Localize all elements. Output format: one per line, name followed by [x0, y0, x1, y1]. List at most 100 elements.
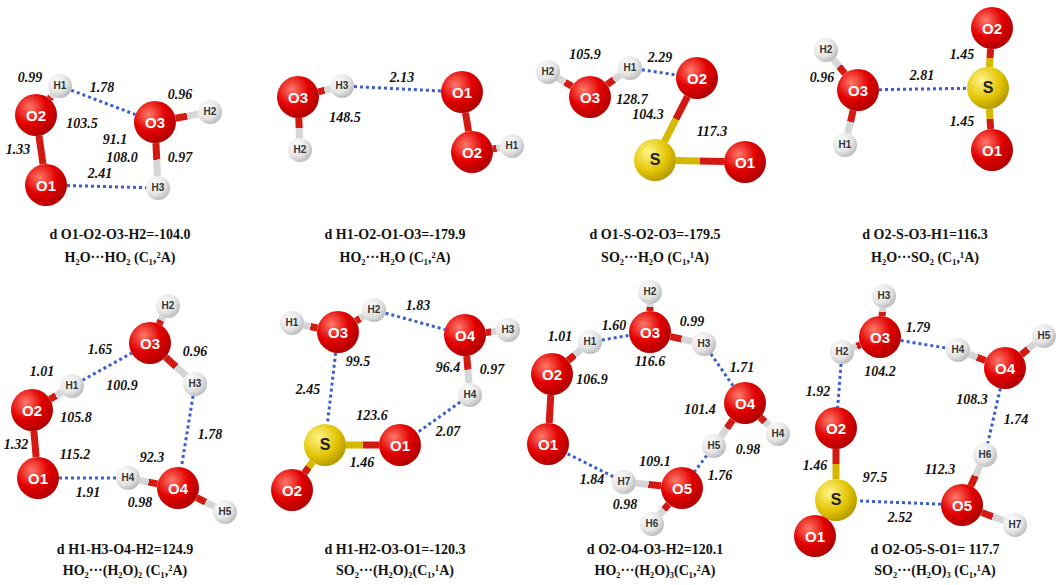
atom-circle: H3	[146, 176, 170, 200]
bond-length: 0.96	[810, 71, 835, 85]
bond-length: 2.52	[888, 511, 913, 525]
atom-circle: H3	[496, 318, 520, 342]
bond-angle: 96.4	[436, 361, 461, 375]
atom-label: O4	[455, 328, 475, 343]
atom-circle: O1	[25, 164, 67, 206]
atom-circle: O4	[984, 347, 1026, 389]
bond-length: 2.13	[390, 71, 415, 85]
atom-label: O5	[952, 498, 972, 513]
covalent-bond	[549, 395, 551, 423]
bond-length: 2.45	[296, 383, 321, 397]
atom-label: H3	[502, 325, 515, 335]
bond-length: 0.99	[680, 315, 705, 329]
atom-label: O4	[995, 361, 1015, 376]
atom-label: H2	[542, 67, 555, 77]
atom-circle: O1	[794, 515, 836, 557]
covalent-bond	[969, 354, 985, 360]
atom-label: H5	[219, 507, 232, 517]
bond-length: 1.79	[906, 321, 931, 335]
atom-circle: H2	[830, 340, 854, 364]
atom-circle: H6	[640, 512, 664, 536]
atom-circle: O2	[815, 407, 857, 449]
atom-circle: H1	[833, 133, 857, 157]
covalent-bond	[34, 431, 36, 457]
atom-circle: H2	[638, 280, 662, 304]
hydrogen-bond	[695, 456, 707, 472]
atom-label: O1	[538, 437, 558, 452]
bond-angle: 128.7	[616, 93, 648, 107]
structure-caption: d H1-H2-O3-O1=-120.3	[325, 543, 466, 557]
atom-circle: O5	[941, 484, 983, 526]
atom-label: H2	[368, 305, 381, 315]
atom-circle: O3	[569, 76, 611, 118]
structure-caption: d H1-H3-O4-H2=124.9	[57, 543, 193, 557]
covalent-bond	[156, 143, 158, 176]
atom-label: H2	[644, 287, 657, 297]
atom-circle: O3	[859, 316, 901, 358]
covalent-bond	[197, 498, 215, 507]
covalent-bond	[318, 89, 330, 92]
bond-angle: 92.3	[140, 451, 165, 465]
bond-length: 1.46	[350, 456, 375, 470]
structure-caption: SO₂···(H₂O)₂(C₁,¹A)	[336, 564, 454, 578]
atom-label: H3	[336, 81, 349, 91]
bond-angle: 148.5	[329, 111, 361, 125]
atom-circle: O1	[17, 457, 59, 499]
bond-angle: 123.6	[356, 409, 388, 423]
atom-circle: H2	[536, 60, 560, 84]
bond-length: 1.60	[602, 319, 627, 333]
covalent-bond	[971, 466, 980, 486]
atom-circle: H3	[183, 372, 207, 396]
atom-label: S	[831, 492, 842, 508]
atom-circle: S	[634, 139, 676, 181]
atom-label: H4	[952, 345, 965, 355]
atom-label: H1	[286, 318, 299, 328]
atom-circle: H7	[1003, 513, 1027, 537]
hydrogen-bond	[386, 313, 445, 329]
atom-label: H1	[54, 81, 67, 91]
bond-length: 1.45	[950, 115, 975, 129]
structure-caption: SO₂···H₂O (C₁,¹A)	[601, 251, 709, 265]
atom-label: O4	[735, 396, 755, 411]
hydrogen-bond	[988, 388, 1001, 443]
bond-length: 1.32	[4, 438, 29, 452]
covalent-bond	[853, 345, 860, 348]
covalent-bond	[665, 97, 688, 142]
hydrogen-bond	[59, 477, 116, 480]
bond-angle: 104.3	[632, 108, 664, 122]
hydrogen-bond	[83, 353, 132, 380]
atom-label: O3	[870, 330, 890, 345]
atom-circle: O2	[11, 389, 53, 431]
hydrogen-bond	[642, 70, 676, 75]
bond-length: 0.96	[183, 345, 208, 359]
atom-label: O4	[168, 481, 188, 496]
atom-circle: O1	[379, 424, 421, 466]
atom-label: H5	[1038, 331, 1051, 341]
bond-angle: 115.2	[60, 448, 91, 462]
covalent-bond	[356, 316, 364, 321]
atom-circle: H3	[330, 74, 354, 98]
atom-circle: H4	[458, 383, 482, 407]
atom-circle: H5	[213, 500, 237, 524]
covalent-bond	[39, 136, 43, 164]
atom-label: H1	[584, 337, 597, 347]
atom-circle: O1	[441, 71, 483, 113]
structure-caption: H₂O···HO₂ (C₁,²A)	[65, 251, 176, 265]
structure-caption: d O2-O4-O3-H2=120.1	[587, 543, 723, 557]
structure-caption: HO₂···(H₂O)₃(C₁,²A)	[595, 564, 716, 578]
covalent-bond	[304, 462, 312, 473]
hydrogen-bond	[901, 340, 946, 348]
atom-circle: H1	[500, 134, 524, 158]
atom-label: H2	[204, 107, 217, 117]
atom-circle: H6	[973, 443, 997, 467]
atom-circle: S	[967, 67, 1009, 109]
covalent-bond	[50, 392, 62, 399]
atom-label: H5	[708, 441, 721, 451]
atom-label: H6	[979, 450, 992, 460]
atom-label: O3	[640, 325, 660, 340]
bond-length: 1.78	[198, 428, 223, 442]
hydrogen-bond	[857, 501, 941, 504]
atom-label: H4	[122, 473, 135, 483]
atom-circle: H7	[612, 470, 636, 494]
